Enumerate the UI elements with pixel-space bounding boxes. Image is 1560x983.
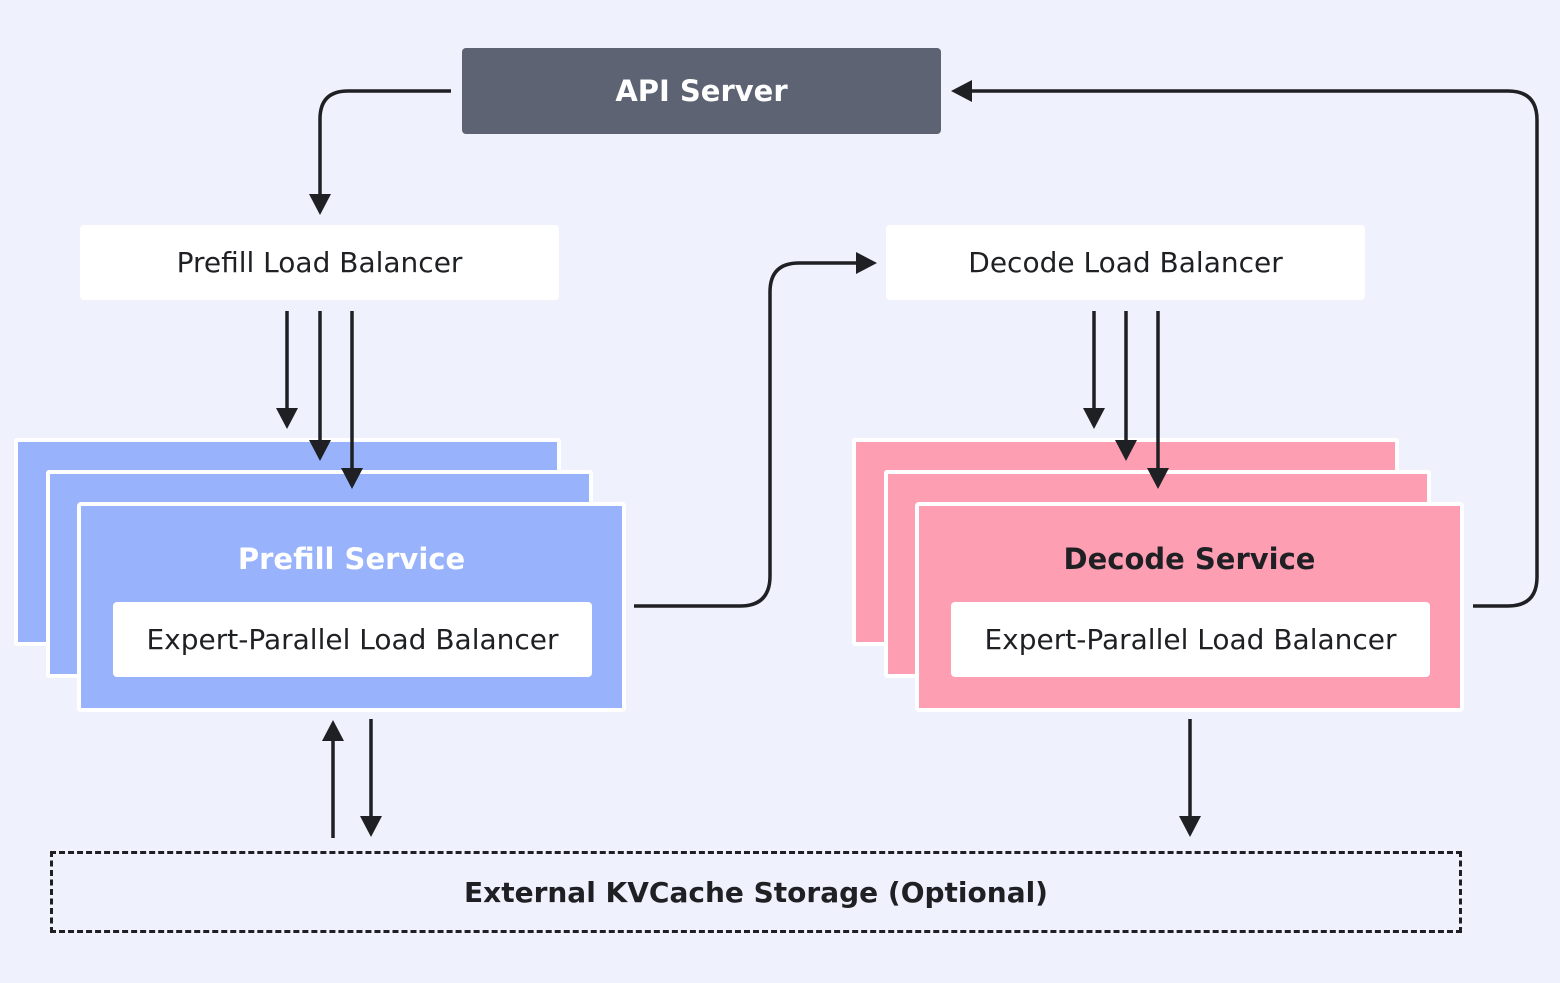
decode-service-title: Decode Service — [1063, 542, 1316, 576]
arrowhead-prefill-stack-1 — [276, 408, 298, 429]
decode-expert-parallel-lb-label: Expert-Parallel Load Balancer — [984, 623, 1397, 656]
arrow-decode-service-to-api — [970, 89, 1539, 608]
arrow-api-to-prefill-lb — [318, 89, 451, 196]
external-kvcache-storage-node: External KVCache Storage (Optional) — [50, 851, 1462, 933]
decode-load-balancer-node: Decode Load Balancer — [886, 225, 1365, 300]
decode-expert-parallel-lb: Expert-Parallel Load Balancer — [951, 602, 1430, 677]
arrowhead-prefill-service-to-decode-lb — [856, 252, 877, 274]
prefill-service-title: Prefill Service — [237, 542, 466, 576]
decode-load-balancer-label: Decode Load Balancer — [968, 246, 1283, 279]
prefill-expert-parallel-lb-label: Expert-Parallel Load Balancer — [146, 623, 559, 656]
arrowhead-decode-to-storage — [1179, 816, 1201, 837]
prefill-expert-parallel-lb: Expert-Parallel Load Balancer — [113, 602, 592, 677]
api-server-node: API Server — [462, 48, 941, 134]
prefill-load-balancer-node: Prefill Load Balancer — [80, 225, 559, 300]
arrowhead-decode-stack-2 — [1115, 440, 1137, 461]
arrowhead-decode-service-to-api — [951, 80, 972, 102]
decode-service-node: Decode Service Expert-Parallel Load Bala… — [915, 502, 1464, 712]
arrowhead-storage-to-prefill — [322, 720, 344, 741]
api-server-label: API Server — [615, 74, 788, 108]
arrowhead-decode-stack-1 — [1083, 408, 1105, 429]
arrow-prefill-service-to-decode-lb — [634, 261, 858, 608]
arrowhead-api-to-prefill-lb — [309, 194, 331, 215]
arrowhead-prefill-to-storage — [360, 816, 382, 837]
external-kvcache-storage-label: External KVCache Storage (Optional) — [464, 875, 1048, 909]
arrowhead-prefill-stack-2 — [309, 440, 331, 461]
prefill-service-node: Prefill Service Expert-Parallel Load Bal… — [77, 502, 626, 712]
prefill-load-balancer-label: Prefill Load Balancer — [176, 246, 463, 279]
arrowhead-decode-stack-3 — [1147, 468, 1169, 489]
arrowhead-prefill-stack-3 — [341, 468, 363, 489]
